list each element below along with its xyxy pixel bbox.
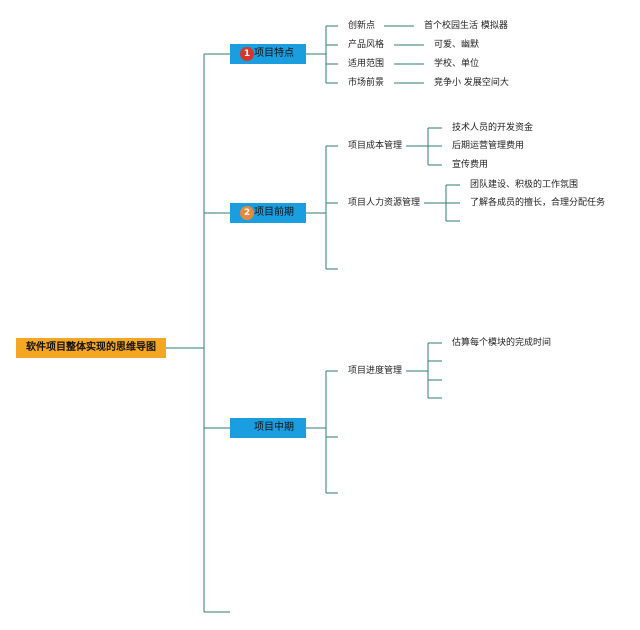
topic-schedule-management[interactable]: 项目进度管理 <box>348 366 403 376</box>
topic-ops-cost[interactable]: 后期运营管理费用 <box>452 141 525 151</box>
branch-label: 项目特点 <box>254 48 294 59</box>
topic-innovation-value[interactable]: 首个校园生活 模拟器 <box>424 21 508 31</box>
topic-innovation[interactable]: 创新点 <box>348 21 376 31</box>
topic-product-style-value[interactable]: 可爱、幽默 <box>434 40 480 50</box>
topic-team-building[interactable]: 团队建设、积极的工作氛围 <box>470 180 579 190</box>
topic-scope[interactable]: 适用范围 <box>348 59 385 69</box>
topic-product-style[interactable]: 产品风格 <box>348 40 385 50</box>
priority-2-icon: 2 <box>240 206 254 220</box>
topic-task-assignment[interactable]: 了解各成员的擅长，合理分配任务 <box>470 198 606 208</box>
topic-hr-management[interactable]: 项目人力资源管理 <box>348 198 421 208</box>
branch-label: 项目中期 <box>254 422 294 433</box>
root-topic[interactable]: 软件项目整体实现的思维导图 <box>16 338 166 358</box>
priority-1-icon: 1 <box>240 47 254 61</box>
branch-early-stage[interactable]: 2 项目前期 <box>230 203 306 223</box>
branch-label: 项目前期 <box>254 207 294 218</box>
topic-market-value[interactable]: 竞争小 发展空间大 <box>434 78 509 88</box>
topic-dev-funding[interactable]: 技术人员的开发资金 <box>452 123 534 133</box>
branch-mid-stage[interactable]: 项目中期 <box>230 418 306 438</box>
topic-scope-value[interactable]: 学校、单位 <box>434 59 480 69</box>
topic-cost-management[interactable]: 项目成本管理 <box>348 141 403 151</box>
topic-module-estimate[interactable]: 估算每个模块的完成时间 <box>452 338 552 348</box>
topic-market[interactable]: 市场前景 <box>348 78 385 88</box>
branch-project-features[interactable]: 1 项目特点 <box>230 44 306 64</box>
topic-promo-cost[interactable]: 宣传费用 <box>452 160 489 170</box>
